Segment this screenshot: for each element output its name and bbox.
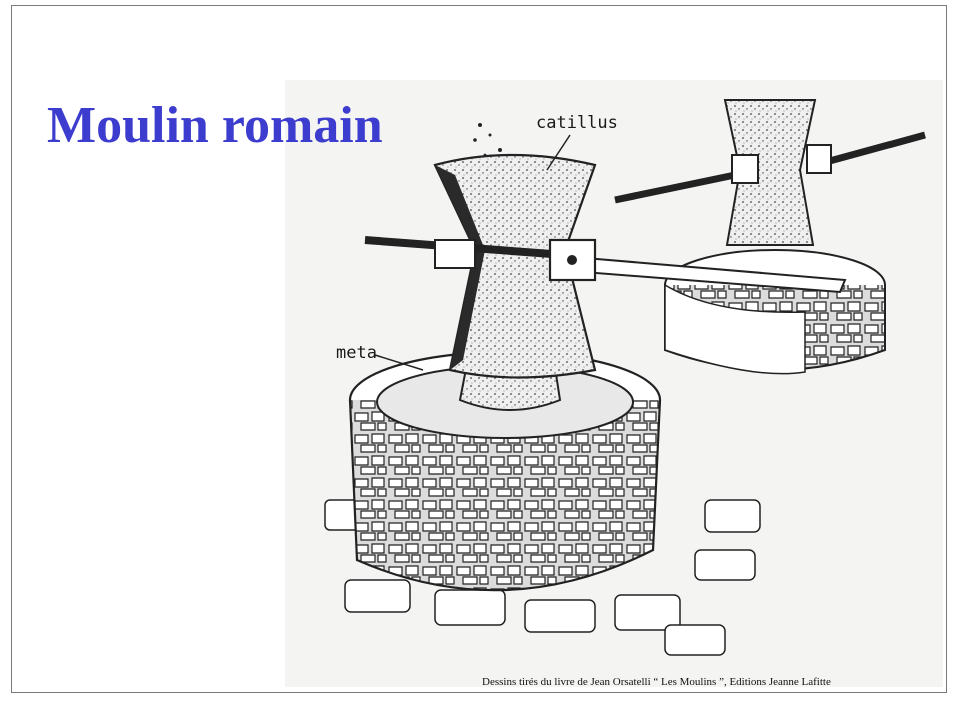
image-credit-caption: Dessins tirés du livre de Jean Orsatelli… bbox=[482, 676, 831, 688]
label-catillus: catillus bbox=[536, 113, 618, 133]
slide-frame bbox=[11, 5, 947, 693]
mill-handles bbox=[364, 236, 847, 294]
label-meta: meta bbox=[336, 343, 377, 363]
slide-title: Moulin romain bbox=[47, 97, 383, 154]
background-mill bbox=[614, 99, 926, 375]
roman-mill-illustration bbox=[285, 80, 943, 687]
grain-specks bbox=[473, 123, 502, 157]
